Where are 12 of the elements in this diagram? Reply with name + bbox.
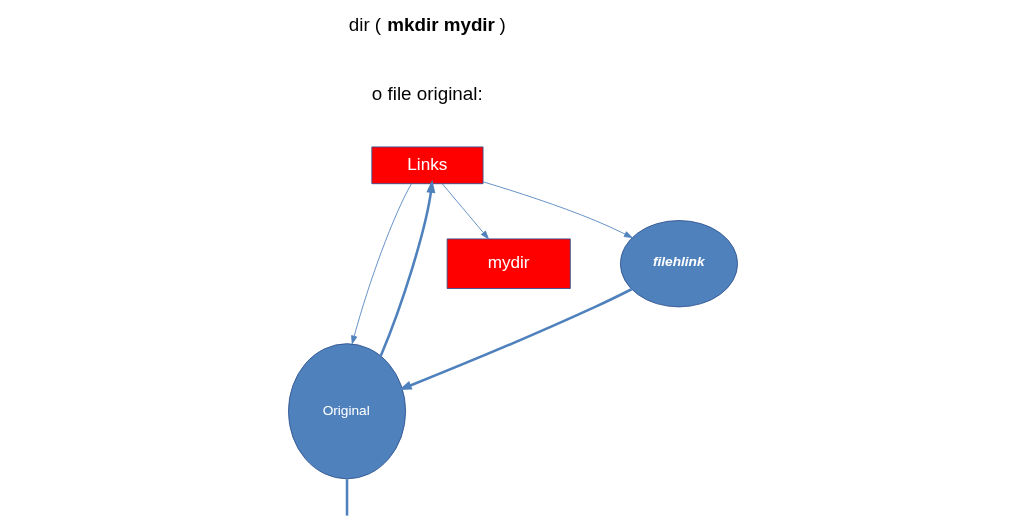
node-box: mydir	[446, 238, 571, 289]
node-ellipse: Original	[288, 343, 407, 480]
node-ellipse: filehlink	[619, 220, 738, 308]
node-box: Links	[371, 146, 484, 185]
arrow	[351, 183, 412, 345]
arrow	[482, 181, 633, 238]
arrow	[398, 288, 633, 391]
label: dir ( mkdir mydir )	[348, 14, 506, 36]
arrow	[379, 179, 436, 357]
label: o file original:	[371, 82, 483, 104]
arrow	[441, 183, 489, 240]
connector	[345, 479, 349, 516]
